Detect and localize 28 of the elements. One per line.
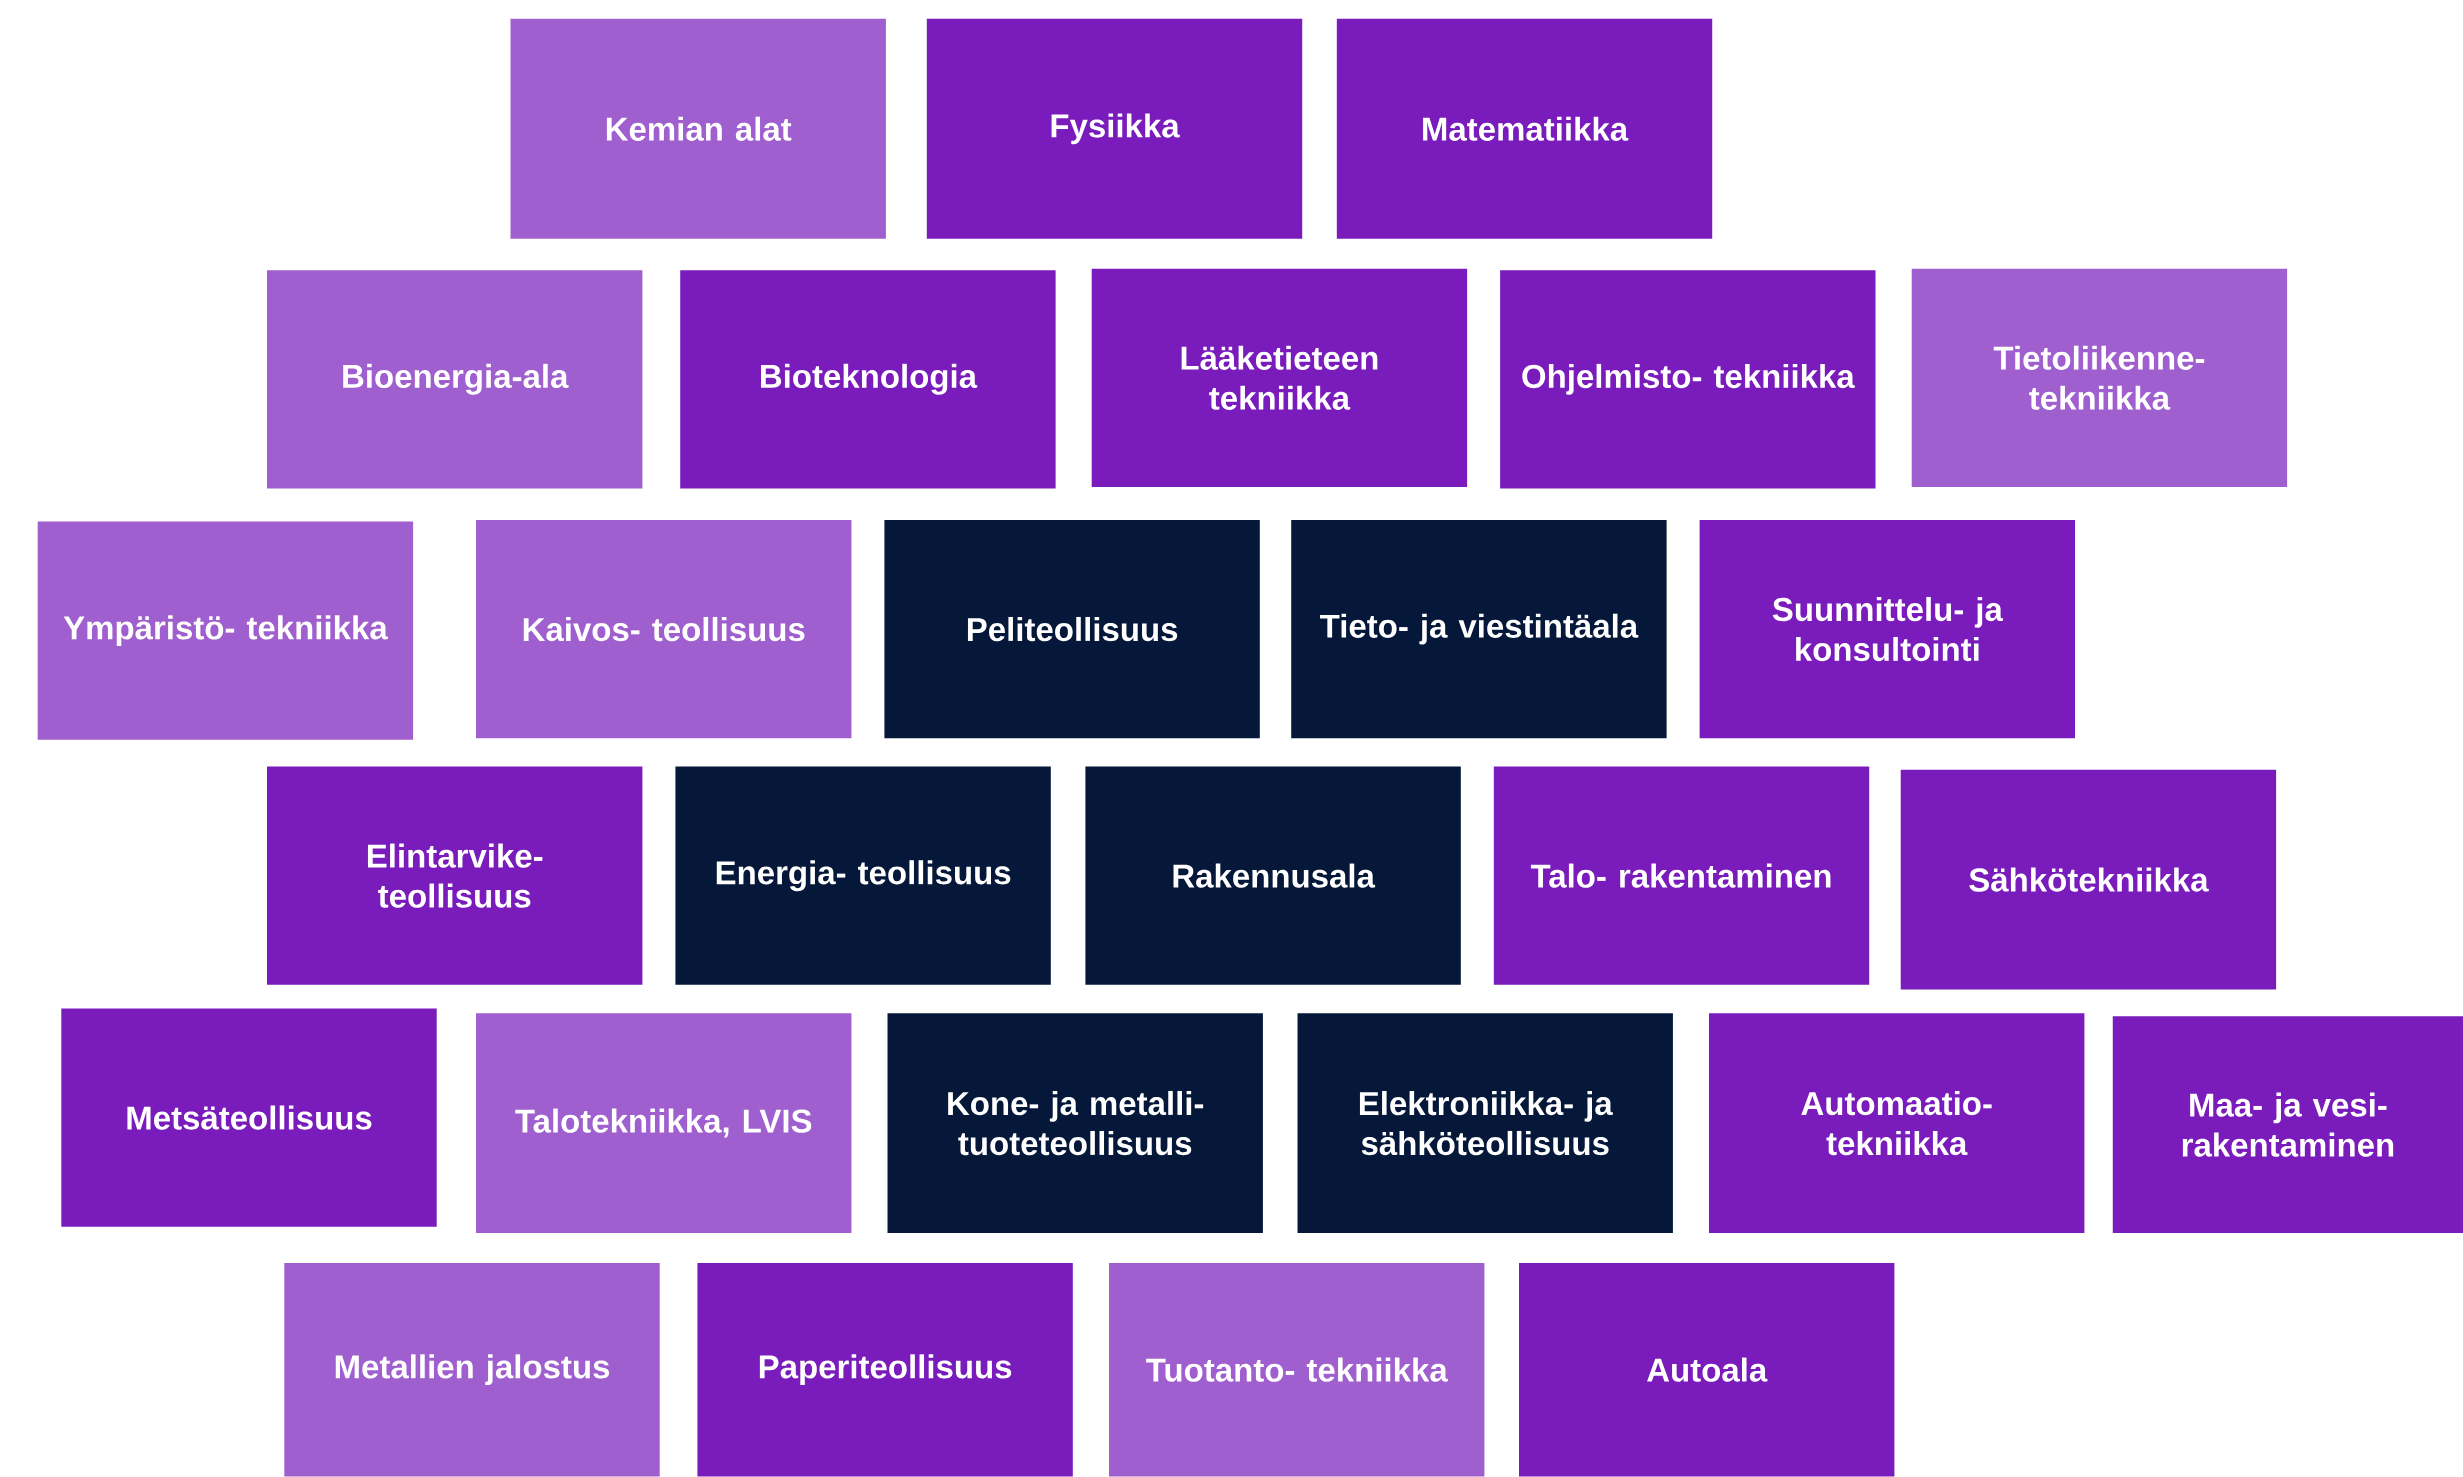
category-box: Automaatio- tekniikka bbox=[1709, 1013, 2085, 1234]
category-box: Metsäteollisuus bbox=[61, 1008, 437, 1227]
category-box: Kemian alat bbox=[510, 18, 886, 239]
category-box: Autoala bbox=[1519, 1262, 1895, 1477]
category-box: Ohjelmisto- tekniikka bbox=[1500, 270, 1876, 489]
category-box: Rakennusala bbox=[1085, 766, 1461, 985]
category-box: Matematiikka bbox=[1336, 18, 1713, 239]
category-box: Kaivos- teollisuus bbox=[476, 519, 852, 739]
category-box: Tietoliikenne- tekniikka bbox=[1911, 268, 2288, 487]
category-box: Fysiikka bbox=[926, 18, 1303, 239]
category-box: Bioteknologia bbox=[680, 270, 1056, 489]
category-box: Metallien jalostus bbox=[284, 1262, 660, 1477]
category-box: Energia- teollisuus bbox=[675, 766, 1051, 985]
category-box: Kone- ja metalli- tuoteteollisuus bbox=[887, 1013, 1263, 1234]
category-box: Tieto- ja viestintäala bbox=[1291, 519, 1667, 739]
category-box: Elektroniikka- ja sähköteollisuus bbox=[1297, 1013, 1673, 1234]
category-box: Bioenergia-ala bbox=[267, 270, 643, 489]
category-box: Paperiteollisuus bbox=[697, 1262, 1073, 1477]
category-box: Elintarvike- teollisuus bbox=[267, 766, 643, 985]
category-box: Maa- ja vesi- rakentaminen bbox=[2112, 1016, 2463, 1234]
category-box: Talotekniikka, LVIS bbox=[476, 1013, 852, 1234]
category-box: Sähkötekniikka bbox=[1900, 769, 2277, 990]
category-box: Ympäristö- tekniikka bbox=[37, 521, 414, 740]
category-box: Lääketieteen tekniikka bbox=[1091, 268, 1468, 487]
category-box: Suunnittelu- ja konsultointi bbox=[1699, 519, 2075, 739]
category-box: Tuotanto- tekniikka bbox=[1109, 1262, 1485, 1477]
category-box: Peliteollisuus bbox=[884, 519, 1260, 739]
category-box: Talo- rakentaminen bbox=[1493, 766, 1870, 985]
